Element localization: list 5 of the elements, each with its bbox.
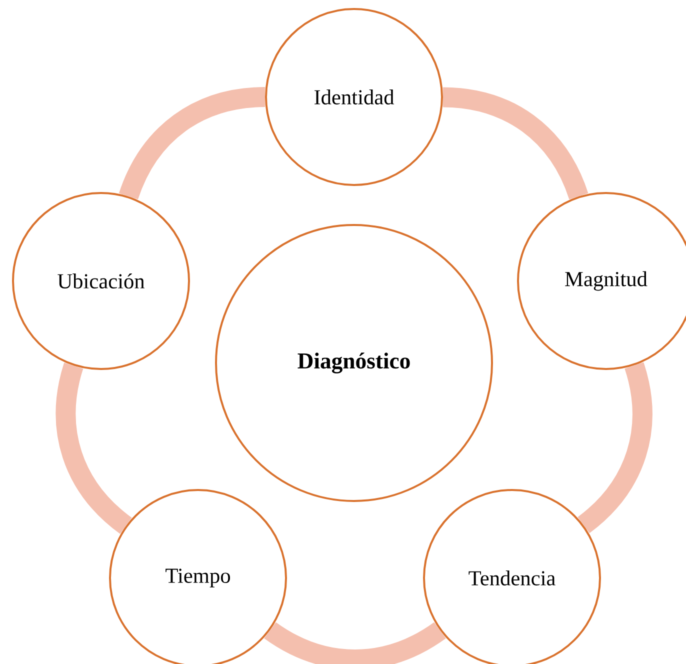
ring-segment bbox=[119, 87, 266, 200]
ring-segment bbox=[264, 622, 446, 664]
ring-segment bbox=[56, 363, 132, 534]
ring-segment bbox=[442, 87, 588, 200]
ring-segment bbox=[577, 362, 652, 533]
